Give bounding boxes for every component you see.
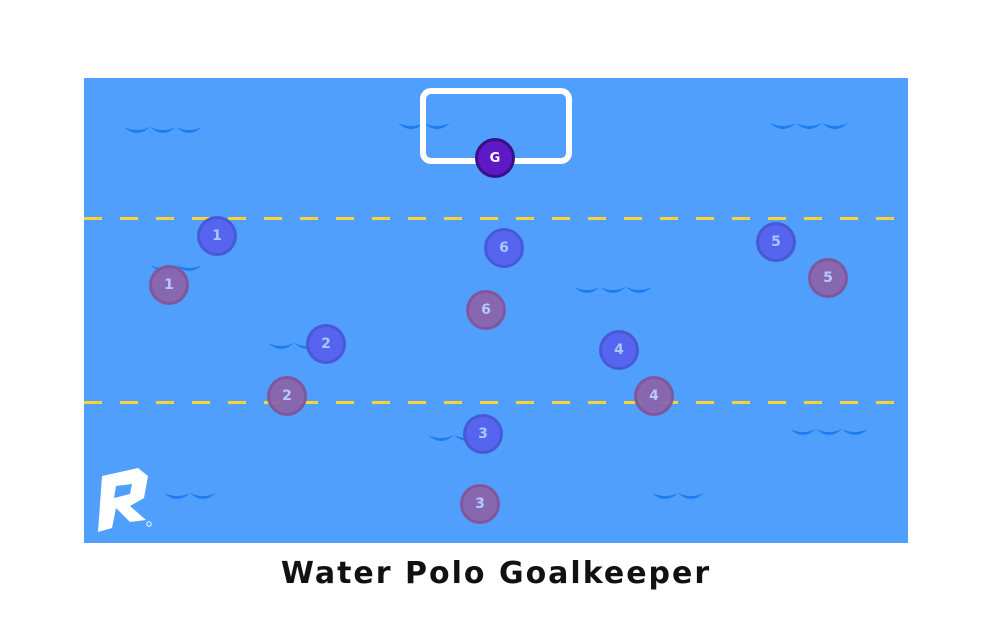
wave-icon — [652, 490, 704, 509]
r-brand-logo-icon — [94, 466, 154, 536]
diagram-title: Water Polo Goalkeeper — [280, 556, 712, 591]
goalkeeper-label: G — [489, 150, 501, 166]
player-blue-4: 4 — [599, 330, 639, 370]
player-number: 1 — [164, 277, 174, 293]
player-number: 2 — [321, 336, 331, 352]
wave-icon — [164, 490, 216, 509]
player-number: 5 — [771, 234, 781, 250]
wave-icon — [398, 120, 450, 139]
player-number: 4 — [614, 342, 624, 358]
player-number: 4 — [649, 388, 659, 404]
player-maroon-6: 6 — [466, 290, 506, 330]
lower-5m-line — [84, 401, 896, 404]
player-blue-3: 3 — [463, 414, 503, 454]
player-maroon-1: 1 — [149, 265, 189, 305]
player-maroon-5: 5 — [808, 258, 848, 298]
player-number: 3 — [475, 496, 485, 512]
wave-icon — [790, 426, 868, 445]
player-number: 5 — [823, 270, 833, 286]
player-maroon-4: 4 — [634, 376, 674, 416]
player-number: 6 — [481, 302, 491, 318]
wave-icon — [770, 120, 848, 139]
goalkeeper-marker: G — [475, 138, 515, 178]
player-number: 6 — [499, 240, 509, 256]
player-maroon-3: 3 — [460, 484, 500, 524]
player-blue-1: 1 — [197, 216, 237, 256]
player-number: 3 — [478, 426, 488, 442]
player-maroon-2: 2 — [267, 376, 307, 416]
player-number: 2 — [282, 388, 292, 404]
wave-icon — [124, 124, 202, 143]
player-blue-5: 5 — [756, 222, 796, 262]
player-number: 1 — [212, 228, 222, 244]
pool-diagram: 1 2 3 4 5 6 1 2 3 4 5 6 G — [84, 78, 908, 543]
player-blue-6: 6 — [484, 228, 524, 268]
wave-icon — [574, 284, 652, 303]
upper-2m-line — [84, 217, 896, 220]
player-blue-2: 2 — [306, 324, 346, 364]
